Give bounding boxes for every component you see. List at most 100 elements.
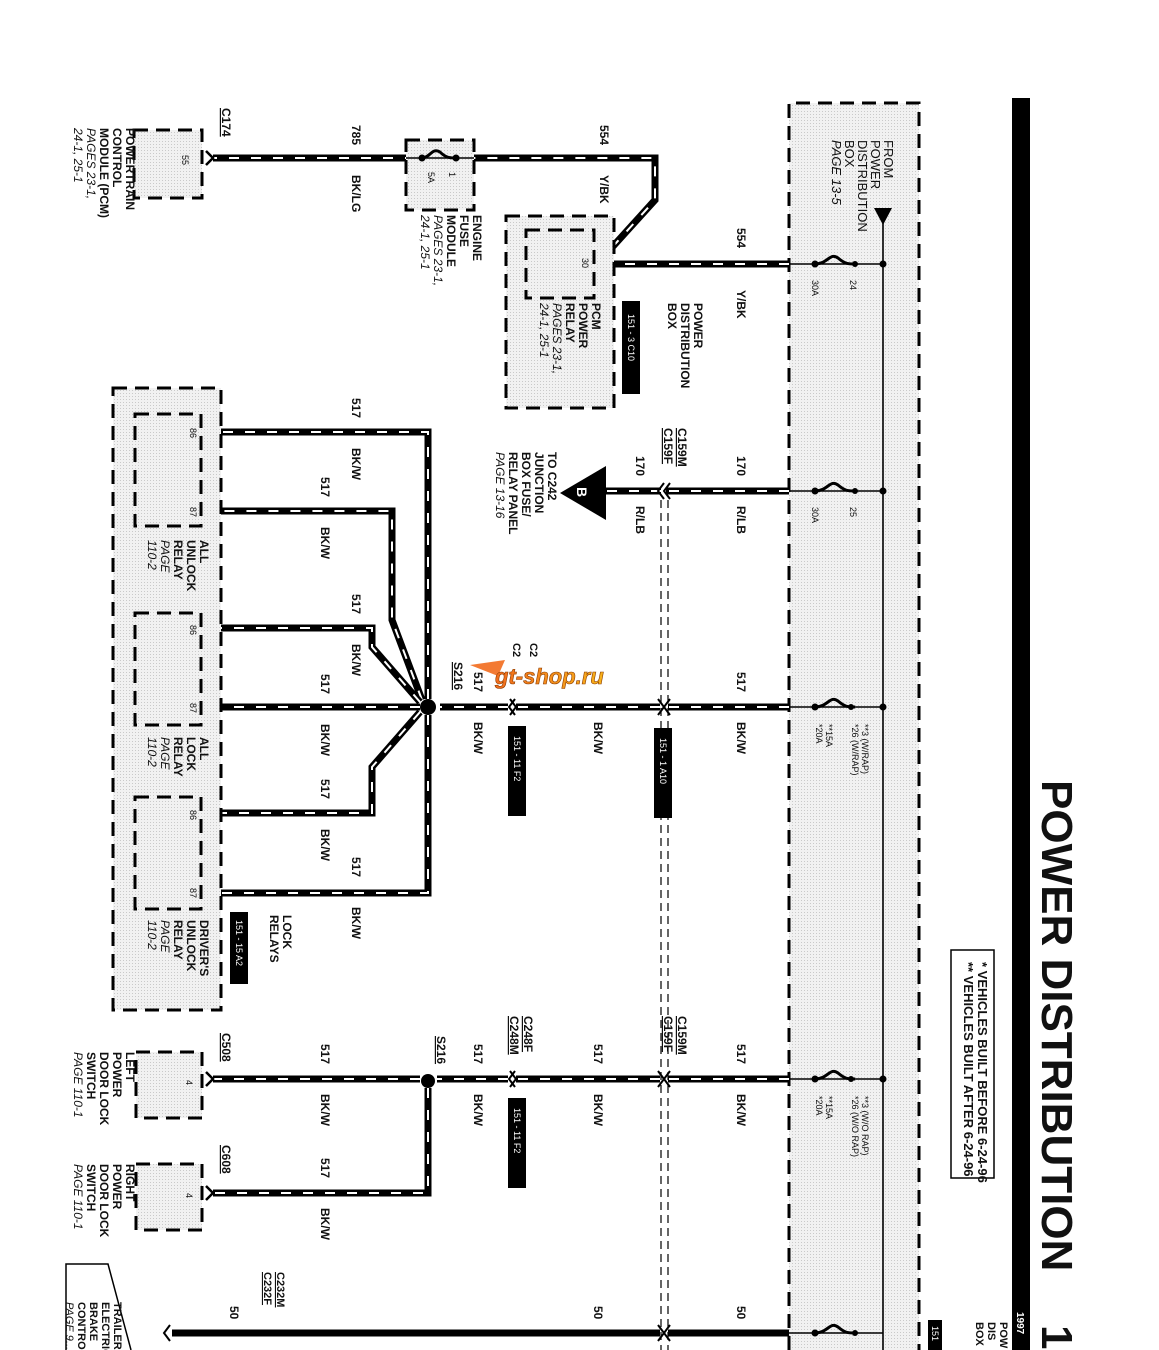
- svg-text:*26 (W/O RAP): *26 (W/O RAP): [850, 1096, 860, 1157]
- svg-text:C508: C508: [219, 1033, 233, 1062]
- svg-text:DRIVER'S: DRIVER'S: [197, 920, 211, 976]
- svg-text:LEFT: LEFT: [123, 1052, 137, 1083]
- svg-text:RIGHT: RIGHT: [123, 1164, 137, 1202]
- svg-text:86: 86: [188, 428, 198, 438]
- svg-text:ALL: ALL: [197, 540, 211, 563]
- svg-text:gt-shop.ru: gt-shop.ru: [494, 664, 604, 689]
- source-arrow-icon: [874, 208, 892, 225]
- connector-c159f: C159F: [661, 428, 675, 464]
- svg-text:24-1, 25-1: 24-1, 25-1: [537, 302, 551, 358]
- svg-text:151 - 3 C10: 151 - 3 C10: [626, 314, 636, 361]
- svg-text:517: 517: [349, 594, 363, 614]
- svg-text:554: 554: [734, 228, 748, 248]
- svg-text:BK/W: BK/W: [349, 448, 363, 481]
- svg-text:BK/W: BK/W: [318, 527, 332, 560]
- svg-text:110-2: 110-2: [145, 737, 159, 767]
- svg-text:170: 170: [734, 456, 748, 476]
- svg-text:**3 (W/O RAP): **3 (W/O RAP): [860, 1096, 870, 1156]
- svg-text:PAGE: PAGE: [158, 920, 172, 953]
- svg-text:517: 517: [734, 672, 748, 692]
- svg-text:151 - 15 A2: 151 - 15 A2: [234, 920, 244, 966]
- svg-text:25: 25: [848, 507, 858, 517]
- svg-text:110-2: 110-2: [145, 540, 159, 570]
- svg-text:PAGE 13-5: PAGE 13-5: [829, 140, 844, 206]
- svg-text:LOCK: LOCK: [280, 915, 294, 949]
- svg-text:517: 517: [318, 477, 332, 497]
- svg-text:86: 86: [188, 625, 198, 635]
- svg-text:BOX FUSE/: BOX FUSE/: [519, 452, 533, 517]
- svg-text:BK/W: BK/W: [471, 722, 485, 755]
- svg-text:C248F: C248F: [521, 1016, 535, 1052]
- page-title: POWER DISTRIBUTION: [1032, 780, 1081, 1271]
- svg-text:151 - 11 F2: 151 - 11 F2: [512, 736, 522, 781]
- corner-label: POW DIS BOX: [973, 1322, 1009, 1349]
- svg-text:PAGE: PAGE: [158, 737, 172, 770]
- svg-text:517: 517: [318, 1158, 332, 1178]
- svg-text:C608: C608: [219, 1145, 233, 1174]
- svg-text:BK/W: BK/W: [591, 1094, 605, 1127]
- svg-text:BOX: BOX: [665, 303, 679, 329]
- svg-text:FROM: FROM: [881, 140, 896, 178]
- svg-text:24: 24: [848, 280, 858, 290]
- svg-text:30: 30: [580, 258, 590, 268]
- left-door-lock-switch: C508 4 LEFT POWER DOOR LOCK SWITCH PAGE …: [71, 1033, 233, 1126]
- svg-text:*26 (W/RAP): *26 (W/RAP): [850, 724, 860, 776]
- fuse-bottom: [789, 1323, 883, 1337]
- svg-text:R/LB: R/LB: [734, 506, 748, 534]
- splice-s216-lower: [421, 1074, 435, 1088]
- fuse-3-26-with-rap: **3 (W/RAP) *26 (W/RAP) **15A *20A: [789, 697, 887, 776]
- svg-text:C174: C174: [219, 108, 233, 137]
- svg-text:151 - 1 A10: 151 - 1 A10: [658, 738, 668, 784]
- year-label: 1997: [1014, 1312, 1025, 1335]
- splice-s216: [420, 699, 436, 715]
- svg-text:RELAY: RELAY: [171, 540, 185, 580]
- svg-text:Y/BK: Y/BK: [734, 290, 748, 319]
- svg-text:MODULE: MODULE: [444, 215, 458, 267]
- svg-text:DOOR LOCK: DOOR LOCK: [97, 1164, 111, 1238]
- svg-text:RELAYS: RELAYS: [267, 915, 281, 963]
- svg-text:SWITCH: SWITCH: [84, 1052, 98, 1099]
- lock-relays-label: LOCK RELAYS 151 - 15 A2: [230, 912, 294, 984]
- svg-text:BK/W: BK/W: [734, 1094, 748, 1127]
- lock-relays-box: [113, 388, 221, 1010]
- svg-text:POWER: POWER: [110, 1164, 124, 1210]
- svg-text:JUNCTION: JUNCTION: [532, 452, 546, 513]
- fuse-24: 24 30A: [789, 254, 887, 296]
- svg-text:C232M: C232M: [274, 1272, 286, 1307]
- svg-text:170: 170: [633, 456, 647, 476]
- svg-text:TO C242: TO C242: [545, 452, 559, 501]
- svg-text:50: 50: [591, 1306, 605, 1320]
- fuse-3-26-without-rap: **3 (W/O RAP) *26 (W/O RAP) **15A *20A: [789, 1069, 887, 1157]
- svg-text:50: 50: [227, 1306, 241, 1320]
- svg-text:PAGES 23-1,: PAGES 23-1,: [431, 215, 445, 286]
- svg-text:UNLOCK: UNLOCK: [184, 540, 198, 592]
- lock-relays-outline: [111, 386, 223, 1012]
- wire-517-main: [440, 698, 789, 716]
- pcm-module: C174 55 POWERTRAIN CONTROL MODULE (PCM) …: [71, 108, 233, 218]
- fuse-25: 25 30A: [789, 481, 887, 523]
- svg-text:86: 86: [188, 810, 198, 820]
- svg-text:517: 517: [471, 672, 485, 692]
- svg-text:110-2: 110-2: [145, 920, 159, 950]
- svg-text:RELAY PANEL: RELAY PANEL: [506, 452, 520, 534]
- svg-text:PAGE 110-1: PAGE 110-1: [71, 1164, 85, 1230]
- svg-text:CONTROL: CONTROL: [75, 1302, 87, 1350]
- svg-text:PAGES 23-1,: PAGES 23-1,: [550, 303, 564, 374]
- svg-text:BK/W: BK/W: [349, 644, 363, 677]
- svg-text:BOX: BOX: [973, 1322, 985, 1347]
- svg-text:BK/W: BK/W: [318, 1208, 332, 1241]
- all-unlock-relay: 86 87 ALL UNLOCK RELAY PAGE 110-2: [133, 412, 211, 592]
- svg-text:BK/W: BK/W: [349, 907, 363, 940]
- svg-text:C159F: C159F: [661, 1016, 675, 1052]
- svg-text:BOX: BOX: [842, 140, 857, 168]
- svg-text:LOCK: LOCK: [184, 737, 198, 771]
- wire-554: [213, 154, 789, 268]
- drivers-unlock-relay: 86 87 DRIVER'S UNLOCK RELAY PAGE 110-2: [133, 795, 211, 976]
- svg-text:ENGINE: ENGINE: [470, 215, 484, 261]
- svg-text:POWER: POWER: [110, 1052, 124, 1098]
- svg-text:87: 87: [188, 703, 198, 713]
- pdb-label: POWER DISTRIBUTION BOX 151 - 3 C10: [622, 301, 705, 394]
- svg-text:S216: S216: [434, 1036, 448, 1064]
- svg-text:*20A: *20A: [814, 1096, 824, 1116]
- svg-text:B: B: [574, 487, 590, 497]
